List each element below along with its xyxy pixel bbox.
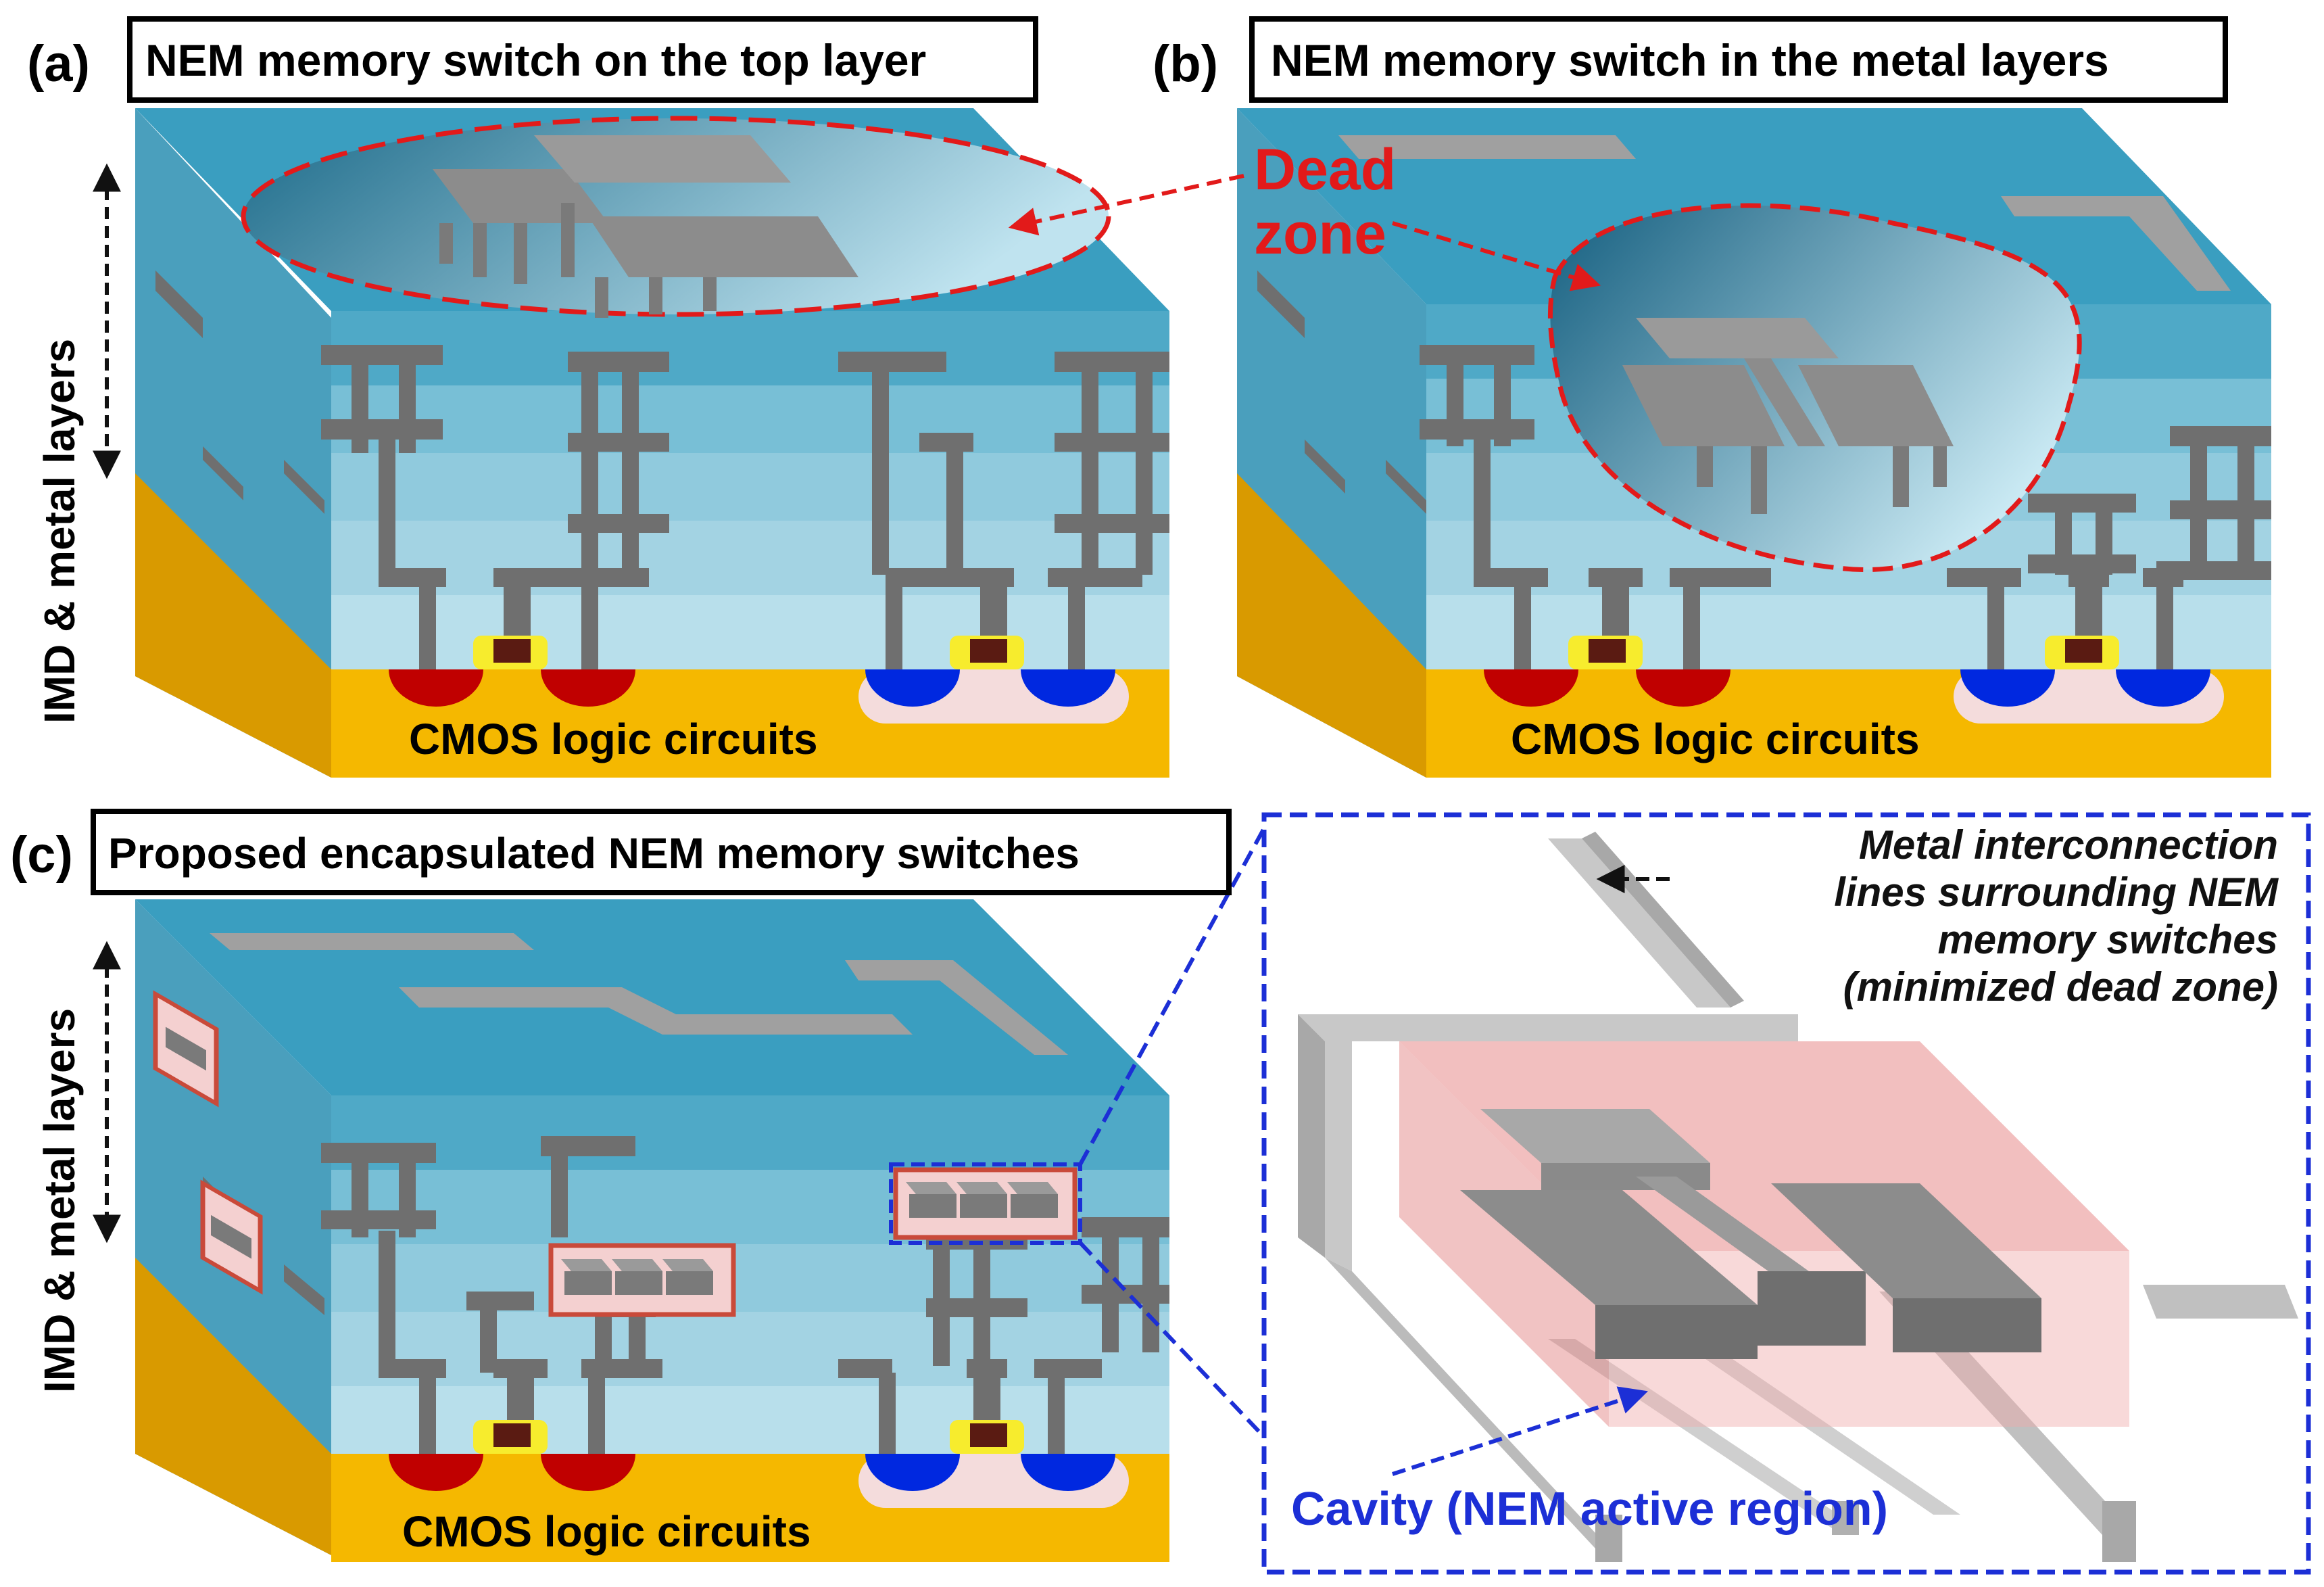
panel-b-letter: (b) xyxy=(1153,35,1218,93)
panel-b-nem-switch xyxy=(1622,318,1954,514)
dead-zone-label-line1: Dead xyxy=(1254,137,1396,202)
panel-a-nem-switch xyxy=(433,135,858,318)
panel-c-title-box xyxy=(91,809,1232,895)
panel-c-substrate-side xyxy=(135,1258,331,1555)
zoom-connector-top xyxy=(1078,827,1266,1166)
panel-c-substrate-label: CMOS logic circuits xyxy=(402,1507,811,1556)
zoom-connector-bottom xyxy=(1078,1241,1266,1439)
dead-zone-label-line2: zone xyxy=(1254,202,1386,266)
panel-c-transistors xyxy=(389,1420,1129,1508)
panel-b-interconnects xyxy=(1257,270,2271,669)
panel-c-title: Proposed encapsulated NEM memory switche… xyxy=(108,829,1080,878)
panel-c-side-label: IMD & metal layers xyxy=(35,1008,84,1393)
zoom-panel: Metal interconnection lines surrounding … xyxy=(1261,812,2311,1575)
interconnect-note-line1: Metal interconnection xyxy=(1859,822,2278,868)
cavity-label: Cavity (NEM active region) xyxy=(1291,1482,1888,1535)
panel-b-substrate-side xyxy=(1237,473,1426,778)
panel-c-encapsulated-switches xyxy=(153,990,1082,1317)
panel-b: Dead zone (b) NEM memory switch in the m… xyxy=(1008,16,2271,778)
panel-a-letter: (a) xyxy=(27,35,90,93)
panel-b-substrate-label: CMOS logic circuits xyxy=(1511,715,1920,763)
panel-a-title-box xyxy=(127,16,1038,103)
panel-a: (a) NEM memory switch on the top layer I… xyxy=(27,16,1169,778)
panel-a-substrate-label: CMOS logic circuits xyxy=(409,715,818,763)
interconnect-note-line2: lines surrounding NEM xyxy=(1834,870,2279,915)
panel-a-interconnects xyxy=(155,270,1169,669)
panel-c: (c) Proposed encapsulated NEM memory swi… xyxy=(10,809,1266,1562)
panel-c-interconnects xyxy=(203,1136,1169,1454)
interconnect-note-line3: memory switches xyxy=(1937,917,2278,962)
cavity-arrow xyxy=(1392,1386,1648,1476)
panel-a-title: NEM memory switch on the top layer xyxy=(145,35,926,85)
panel-b-title: NEM memory switch in the metal layers xyxy=(1271,35,2109,85)
interconnect-note-line4: (minimized dead zone) xyxy=(1843,964,2278,1010)
panel-a-side-label: IMD & metal layers xyxy=(35,339,84,724)
panel-b-arrow-to-bubble xyxy=(1392,221,1601,291)
panel-b-transistors xyxy=(1484,636,2224,724)
zoom-nem-switch xyxy=(1460,1109,2041,1359)
panel-a-transistors xyxy=(389,636,1129,724)
panel-b-title-box xyxy=(1249,16,2228,103)
panel-c-letter: (c) xyxy=(10,826,73,884)
panel-b-arrow-to-a xyxy=(1008,174,1244,236)
zoom-source-box xyxy=(889,1162,1082,1245)
panel-a-substrate-side xyxy=(135,473,331,778)
zoom-interconnect-lines xyxy=(1298,832,2298,1562)
